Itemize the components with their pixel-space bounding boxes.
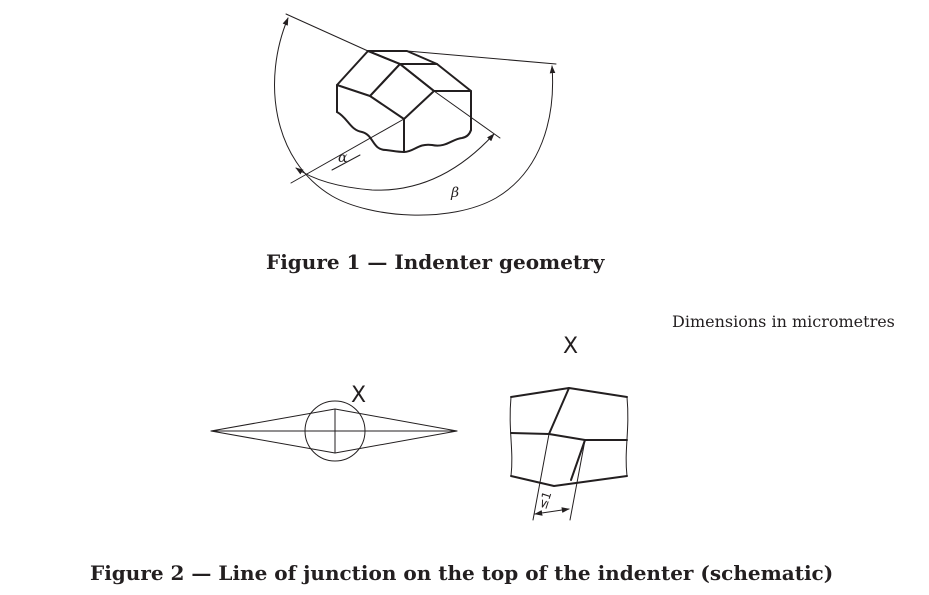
junction-detail-drawing (509, 387, 629, 521)
beta-label: β (450, 185, 459, 201)
indentation-outline-drawing (210, 400, 458, 462)
angle-beta-arc (274, 17, 556, 216)
offset-label: ≤1 (536, 490, 555, 511)
angle-alpha-arc (295, 133, 495, 191)
detail-marker-left: X (351, 383, 366, 408)
indenter-pyramid (336, 50, 472, 153)
figure-2-caption: Figure 2 — Line of junction on the top o… (90, 561, 834, 585)
figure-1-caption: Figure 1 — Indenter geometry (266, 250, 605, 274)
detail-marker-right: X (563, 334, 578, 359)
indenter-geometry-drawing: α β (274, 13, 557, 216)
detail-circle (304, 400, 366, 462)
dimensions-note: Dimensions in micrometres (672, 312, 895, 331)
offset-dimension-line (534, 507, 570, 516)
extension-lines (285, 13, 557, 184)
alpha-label: α (338, 150, 348, 166)
